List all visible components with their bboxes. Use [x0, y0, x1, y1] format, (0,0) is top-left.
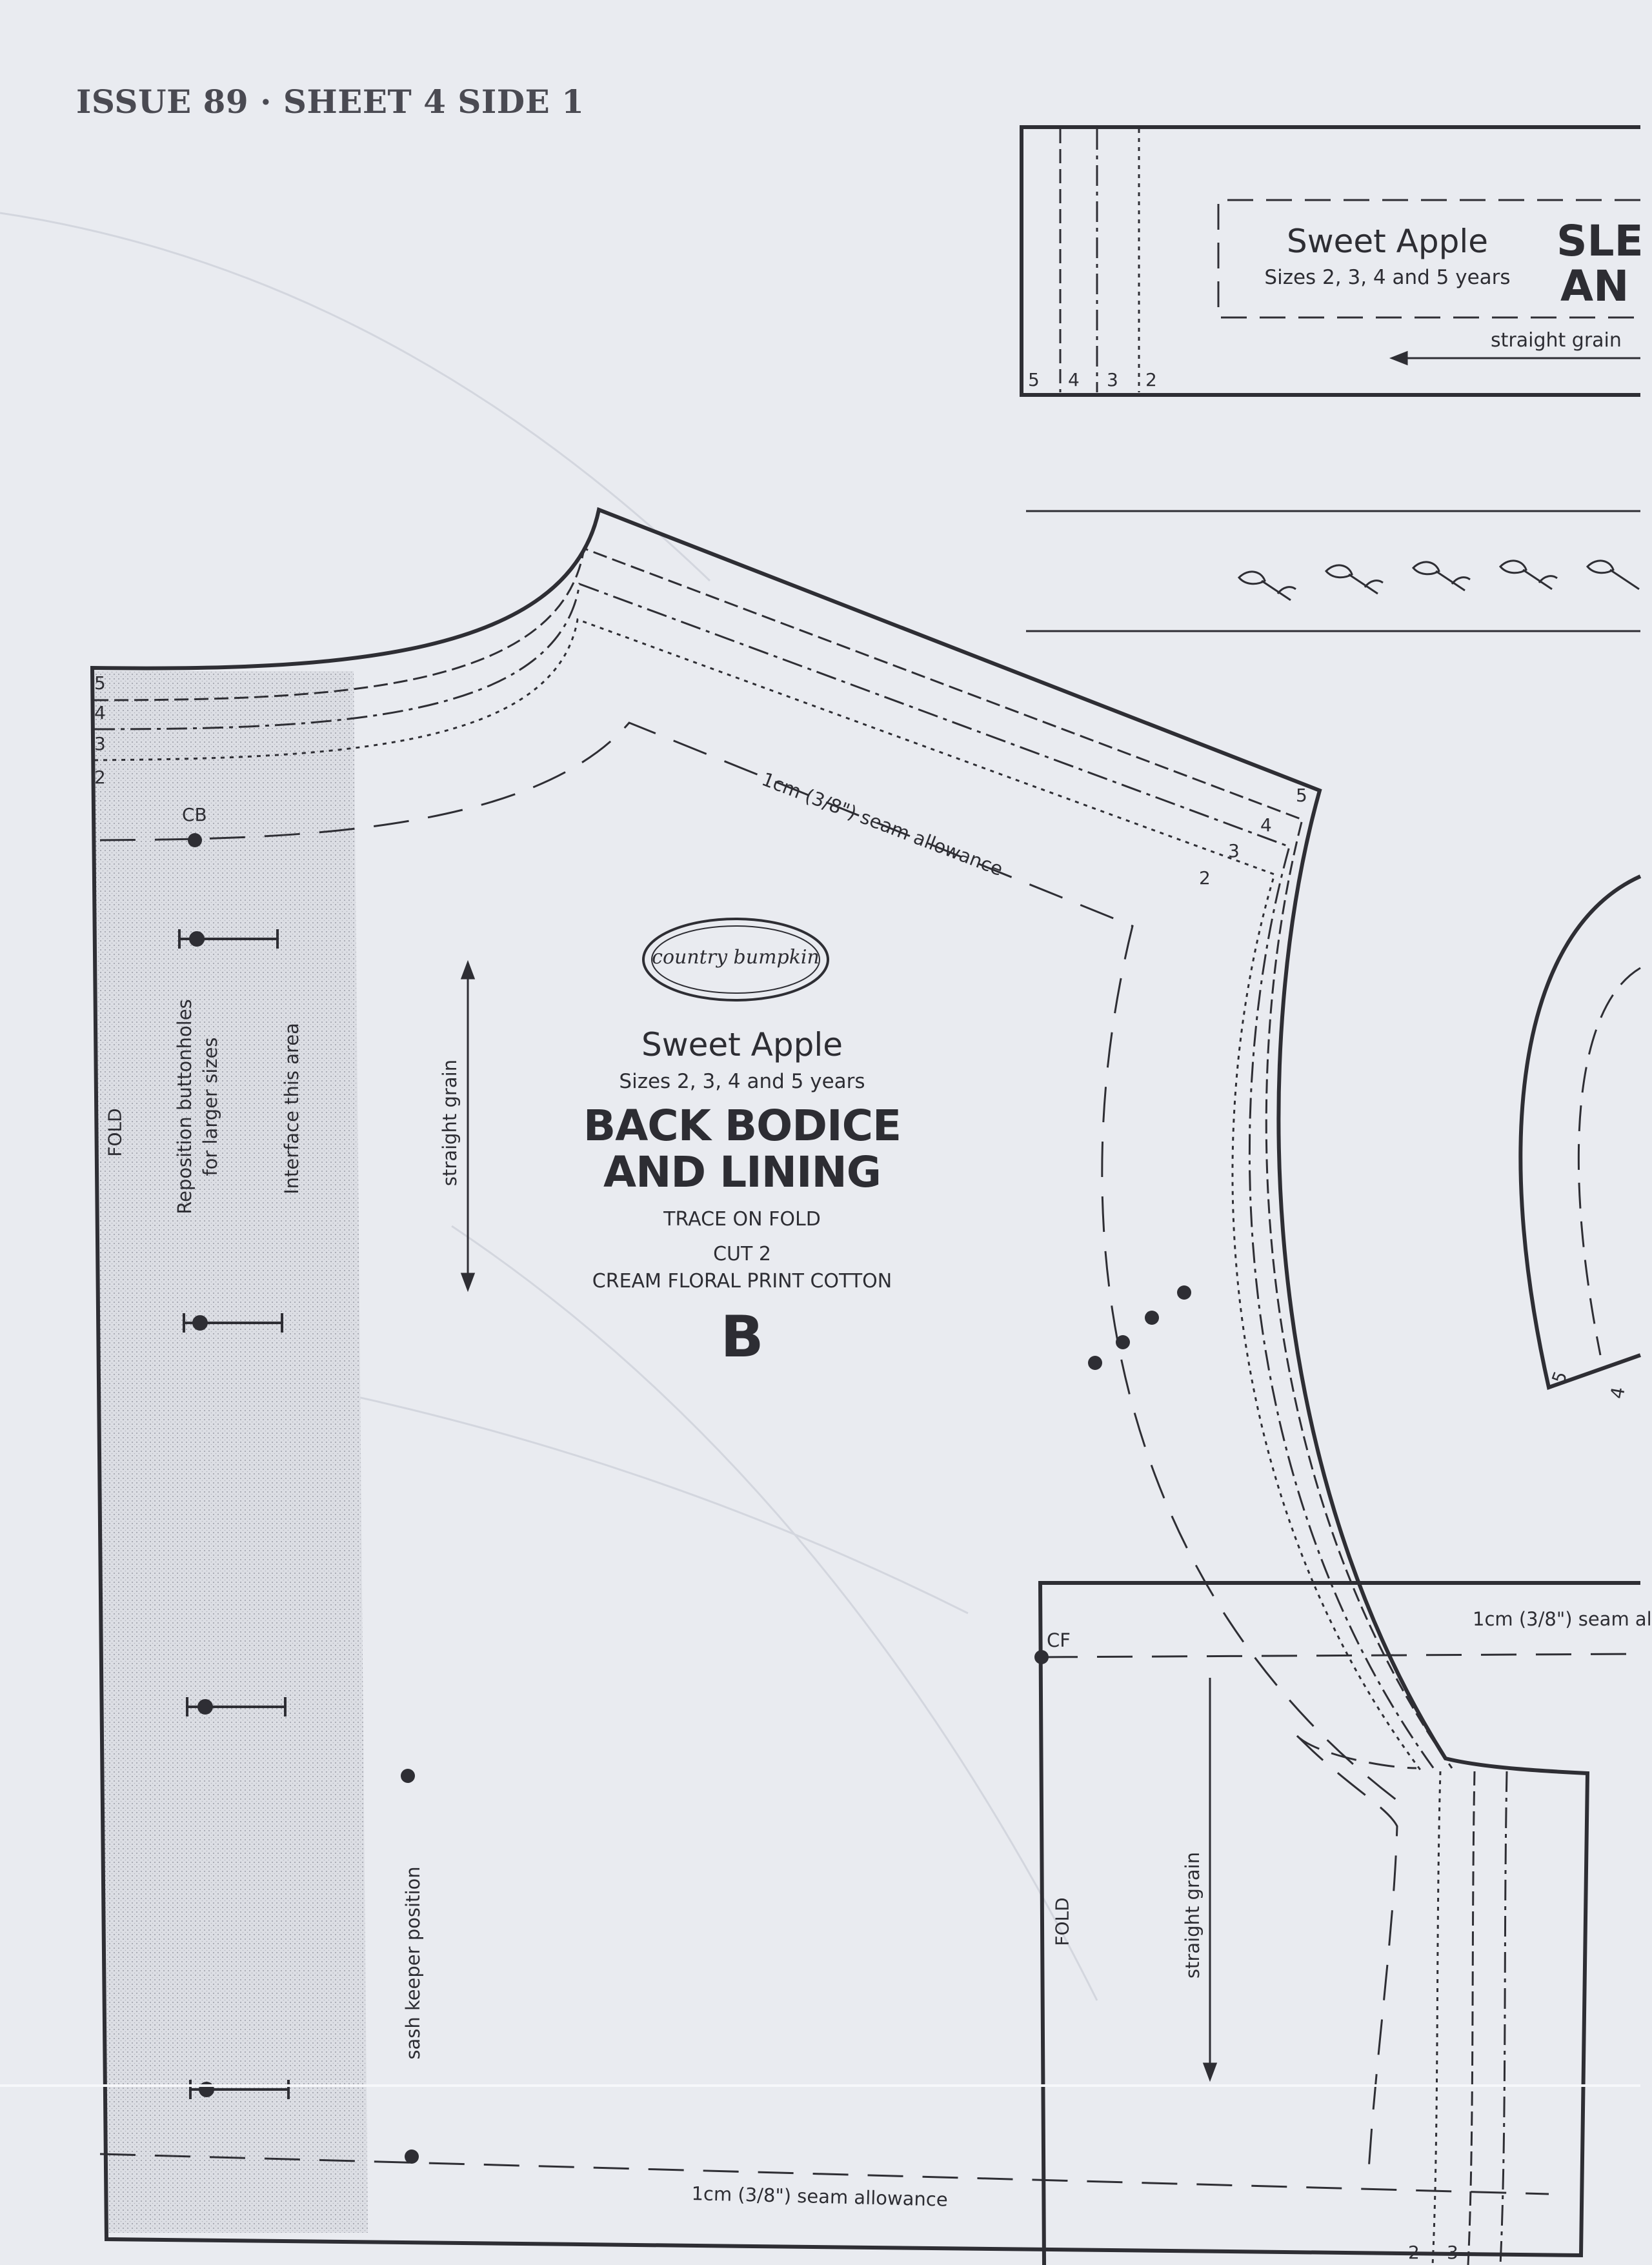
back-instruction-trace: TRACE ON FOLD [663, 1208, 821, 1231]
leaf-motif-row [1237, 559, 1640, 601]
sleeve-grain-arrow [1389, 350, 1640, 366]
sleeve-size-mark-4: 4 [1068, 369, 1080, 390]
front-grain-label: straight grain [1182, 1851, 1204, 1979]
sleeve-size-mark-5: 5 [1028, 369, 1040, 390]
interface-note: Interface this area [281, 1023, 303, 1194]
brand-logo: country bumpkin [652, 946, 820, 969]
size-mark-4: 4 [94, 702, 106, 723]
back-title-line2: AND LINING [603, 1147, 881, 1197]
front-seam-allowance: 1cm (3/8") seam al [1473, 1608, 1652, 1630]
back-title-line1: BACK BODICE [583, 1101, 902, 1151]
cb-marker [188, 833, 202, 847]
sleeve-grain-label: straight grain [1491, 329, 1622, 352]
armhole-notches [1088, 1285, 1191, 1370]
cb-label: CB [182, 804, 207, 825]
sleeve-size-mark-2: 2 [1145, 369, 1157, 390]
seam-allowance-line [99, 721, 1549, 2195]
sleeve-sizes: Sizes 2, 3, 4 and 5 years [1264, 266, 1511, 289]
embroidery-guide [1026, 510, 1640, 632]
back-bodice-outline [90, 507, 1590, 2258]
back-instruction-cut: CUT 2 [713, 1243, 771, 1265]
shoulder-size-mark-4: 4 [1260, 814, 1272, 836]
right-curved-piece [1518, 874, 1642, 1390]
shoulder-size-mark-3: 3 [1228, 840, 1240, 861]
shoulder-size-mark-5: 5 [1296, 785, 1307, 806]
back-pattern-name: Sweet Apple [641, 1026, 843, 1063]
front-size-mark-3: 3 [1447, 2242, 1458, 2263]
interfacing-area [94, 671, 368, 2233]
front-piece [1038, 1581, 1641, 2265]
cf-label: CF [1047, 1629, 1071, 1651]
buttonhole-note-line2: for larger sizes [199, 1037, 221, 1176]
sleeve-size-mark-3: 3 [1107, 369, 1118, 390]
back-sizes: Sizes 2, 3, 4 and 5 years [619, 1070, 865, 1093]
sleeve-title-line1: SLE [1556, 216, 1644, 266]
sash-keeper-dot-lower [405, 2149, 419, 2164]
piece-letter: B [720, 1304, 764, 1370]
size-mark-3: 3 [94, 733, 106, 754]
sash-keeper-dot [401, 1769, 415, 1783]
sleeve-pattern-name: Sweet Apple [1287, 223, 1488, 260]
sheet-header: ISSUE 89 · SHEET 4 SIDE 1 [76, 83, 585, 121]
sash-keeper-label: sash keeper position [402, 1866, 424, 2060]
cf-marker [1034, 1650, 1049, 1664]
front-size-mark-2: 2 [1408, 2242, 1420, 2263]
shoulder-size-mark-2: 2 [1199, 867, 1211, 889]
brand-logo-oval [642, 918, 829, 1002]
size-mark-5: 5 [94, 672, 106, 694]
buttonhole-note-line1: Reposition buttonholes [174, 999, 196, 1214]
back-grain-arrow [460, 960, 476, 1293]
size-mark-2: 2 [94, 767, 106, 788]
size-lines [94, 547, 1453, 1774]
front-grain-arrow [1202, 1678, 1218, 2082]
back-instruction-fabric: CREAM FLORAL PRINT COTTON [592, 1270, 892, 1293]
sleeve-title-line2: AN [1560, 261, 1629, 311]
back-grain-label: straight grain [439, 1059, 461, 1187]
sleeve-band [1020, 125, 1640, 397]
back-fold-label: FOLD [104, 1108, 126, 1157]
front-fold-label: FOLD [1051, 1897, 1073, 1946]
